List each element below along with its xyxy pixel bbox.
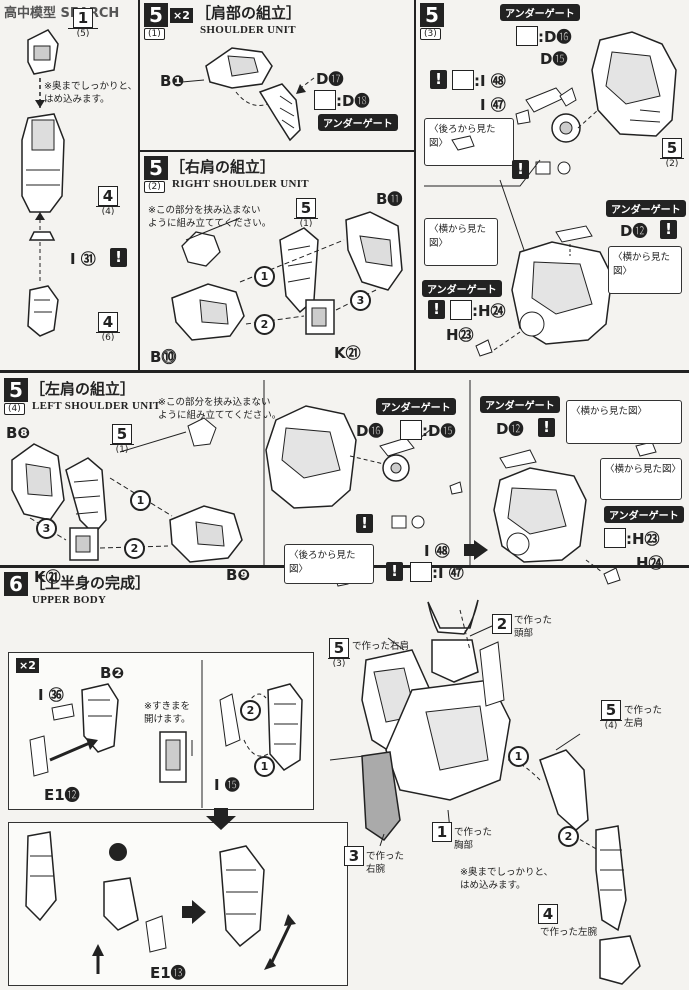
ref-right-shoulder-text: で作った右肩 — [352, 640, 409, 653]
ref-step-2: 2 — [492, 614, 512, 634]
seq-2: 2 — [558, 826, 579, 847]
seq-1: 1 — [508, 746, 529, 767]
bottom-note: ※奥までしっかりと、はめ込みます。 — [460, 866, 553, 892]
ref-chest-text: で作った胸部 — [454, 826, 492, 852]
ref-head-text: で作った頭部 — [514, 614, 552, 640]
ref-left-arm-text: で作った左腕 — [540, 926, 597, 939]
seq-1: 1 — [254, 756, 275, 777]
ref-right-arm-text: で作った右腕 — [366, 850, 404, 876]
seq-2: 2 — [240, 700, 261, 721]
ref-left-shoulder-text: で作った左肩 — [624, 704, 662, 730]
ref-step-5-3: 5(3) — [328, 638, 350, 669]
ref-step-5-4: 5(4) — [600, 700, 622, 731]
ref-step-1: 1 — [432, 822, 452, 842]
ref-step-4: 4 — [538, 904, 558, 924]
ref-step-3: 3 — [344, 846, 364, 866]
